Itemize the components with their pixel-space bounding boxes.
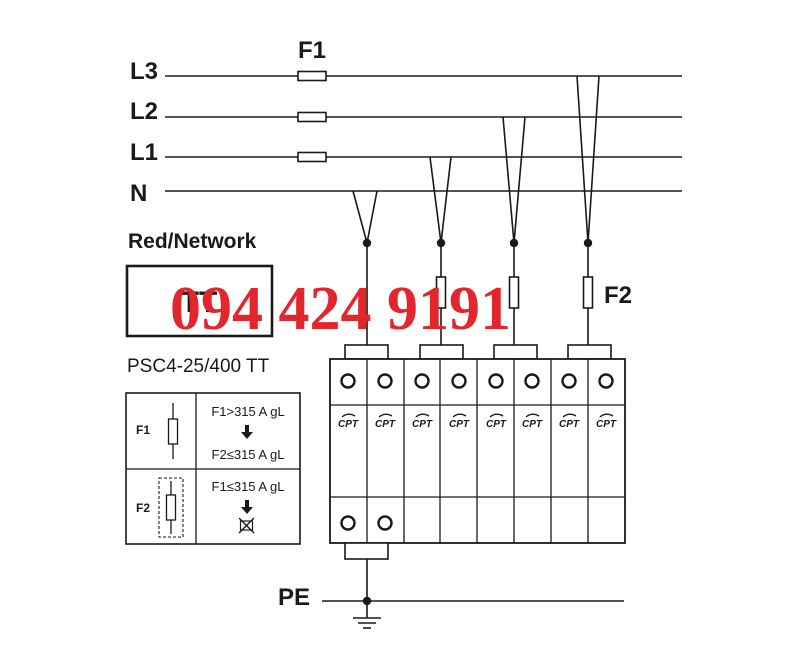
fuse-f2-l3: [582, 276, 594, 309]
spd-module-brands: CPT CPT CPT CPT CPT CPT CPT CPT: [338, 413, 617, 430]
tap-l3: [576, 75, 600, 244]
fuse-f1-l2: [297, 111, 327, 123]
network-title: Red/Network: [128, 230, 257, 253]
module-brand-4: CPT: [449, 419, 470, 430]
module-brand-8: CPT: [596, 419, 617, 430]
label-f2: F2: [604, 282, 632, 309]
fuse-table-row2-label: F2: [136, 501, 150, 515]
watermark-phone: 094 424 9191: [170, 275, 511, 343]
spd-device-body: [329, 358, 626, 544]
fuse-table-row1-result: F2≤315 A gL: [212, 447, 285, 462]
tap-l1: [429, 156, 452, 244]
tap-l2: [502, 116, 526, 244]
label-l2: L2: [130, 98, 158, 125]
label-n: N: [130, 180, 147, 207]
label-l3: L3: [130, 58, 158, 85]
spd-bottom-terminals: [340, 515, 393, 531]
fuse-table: [125, 392, 301, 545]
fuse-f1-l1: [297, 151, 327, 163]
spd-top-connectors: [344, 344, 612, 360]
arrow-down-icon: [241, 425, 253, 439]
fuse-f1-l3: [297, 70, 327, 82]
spd-top-terminals: [340, 373, 614, 389]
device-model: PSC4-25/400 TT: [127, 356, 270, 377]
ground-icon: [353, 617, 381, 629]
fuse-symbol-icon: [167, 403, 179, 459]
module-brand-2: CPT: [375, 419, 396, 430]
module-brand-7: CPT: [559, 419, 580, 430]
module-brand-6: CPT: [522, 419, 543, 430]
spd-bottom-connector: [344, 542, 389, 560]
network-type: TT: [181, 286, 218, 319]
tap-n: [352, 190, 378, 244]
network-type-box: [125, 264, 274, 338]
no-fuse-icon: [238, 517, 255, 534]
label-l1: L1: [130, 139, 158, 166]
label-f1: F1: [298, 37, 326, 64]
fuse-table-row2-condition: F1≤315 A gL: [212, 479, 285, 494]
label-pe: PE: [278, 584, 310, 611]
module-brand-1: CPT: [338, 419, 359, 430]
fuse-table-row1-condition: F1>315 A gL: [211, 404, 284, 419]
fuse-omitted-symbol-icon: [158, 477, 184, 538]
module-brand-3: CPT: [412, 419, 433, 430]
module-brand-5: CPT: [486, 419, 507, 430]
fuse-table-row1-label: F1: [136, 423, 150, 437]
node-pe: [362, 596, 372, 606]
arrow-down-icon: [241, 500, 253, 514]
